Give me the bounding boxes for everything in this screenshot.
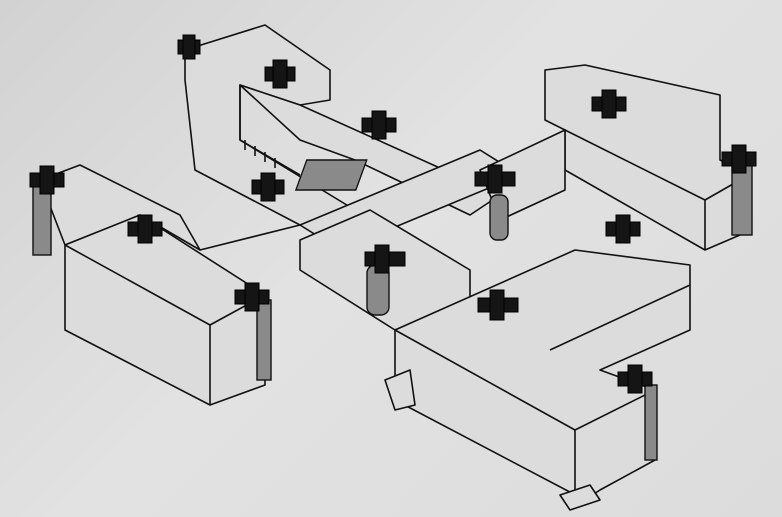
- central-corridor: [239, 84, 521, 331]
- tower-icon: [477, 289, 519, 321]
- tower-icon: [721, 144, 757, 174]
- tower-icon: [591, 89, 627, 119]
- cylinder-tower: [489, 194, 509, 241]
- tower-markers: [29, 34, 757, 394]
- stair-tower: [256, 299, 272, 381]
- tower-icon: [617, 364, 653, 394]
- tower-icon: [605, 214, 641, 244]
- tower-icon: [251, 172, 285, 202]
- stair-tower: [644, 384, 658, 461]
- tower-icon: [234, 282, 270, 312]
- wing-front-right: [366, 194, 691, 511]
- tower-icon: [361, 110, 397, 140]
- tower-icon: [474, 164, 516, 194]
- stair-block: [294, 159, 368, 191]
- tower-icon: [127, 214, 163, 244]
- tower-icon: [364, 244, 406, 274]
- tower-icon: [177, 34, 201, 60]
- tower-icon: [29, 165, 65, 195]
- tower-icon: [264, 59, 296, 89]
- wing-top-left: [184, 24, 356, 226]
